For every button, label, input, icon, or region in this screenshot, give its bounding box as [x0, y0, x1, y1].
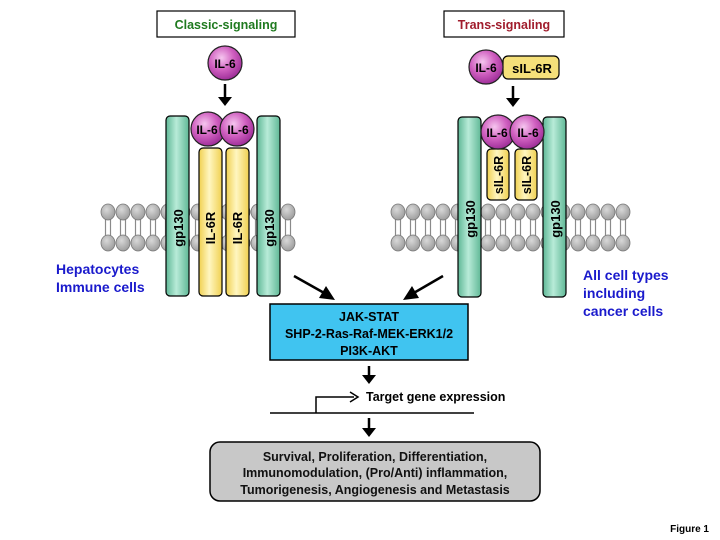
gp130-label: gp130 — [548, 200, 563, 238]
lipid-head — [100, 234, 116, 252]
il6-bound-ligand — [509, 114, 545, 150]
lipid-head — [510, 203, 526, 221]
lipid-head — [390, 203, 406, 221]
outcome-line: Tumorigenesis, Angiogenesis and Metastas… — [240, 483, 510, 497]
trans-signaling-title-box — [443, 10, 565, 38]
lipid-head — [390, 234, 406, 252]
gp130-receptor — [256, 115, 281, 297]
arrow-trans-to-pathways — [403, 274, 444, 300]
lipid-head — [495, 203, 511, 221]
sil6r-bound-label: sIL-6R — [492, 156, 506, 194]
lipid-head — [525, 203, 541, 221]
lipid-head — [585, 234, 601, 252]
il6-ligand-label: IL-6 — [214, 57, 236, 71]
lipid-head — [130, 203, 146, 221]
gp130-label: gp130 — [171, 209, 186, 247]
il6r-label: IL-6R — [230, 211, 245, 244]
lipid-head — [480, 203, 496, 221]
pathway-line: JAK-STAT — [339, 310, 399, 324]
outcome-line: Survival, Proliferation, Differentiation… — [263, 450, 487, 464]
lipid-head — [420, 234, 436, 252]
target-gene-expression-label: Target gene expression — [366, 390, 505, 404]
biological-outcomes-box — [209, 441, 541, 502]
gp130-label: gp130 — [463, 200, 478, 238]
lipid-head — [570, 203, 586, 221]
sil6r-label: sIL-6R — [512, 61, 552, 76]
lipid-head — [495, 234, 511, 252]
il6-bound-label: IL-6 — [196, 123, 218, 137]
lipid-head — [405, 234, 421, 252]
classic-cell-type: Immune cells — [56, 279, 145, 295]
lipid-head — [100, 203, 116, 221]
il6-sil6r-ligand-pair: sIL-6R IL-6 — [468, 49, 560, 85]
arrow-down-trans — [506, 86, 520, 107]
classic-cell-type: Hepatocytes — [56, 261, 139, 277]
arrow-classic-to-pathways — [293, 274, 335, 300]
trans-cell-type: including — [583, 285, 645, 301]
lipid-head — [145, 203, 161, 221]
gp130-receptor — [165, 115, 190, 297]
arrow-down-classic — [218, 84, 232, 106]
lipid-head — [615, 234, 631, 252]
il6r-label: IL-6R — [203, 211, 218, 244]
sil6r-bound-label: sIL-6R — [520, 156, 534, 194]
arrow-down-pathways — [362, 366, 376, 384]
lipid-head — [115, 234, 131, 252]
pathway-line: SHP-2-Ras-Raf-MEK-ERK1/2 — [285, 327, 453, 341]
il6-bound-label: IL-6 — [486, 126, 508, 140]
lipid-head — [600, 234, 616, 252]
classic-signaling-title: Classic-signaling — [175, 18, 278, 32]
il6-ligand-trans — [468, 49, 504, 85]
gene-promoter-icon — [270, 391, 474, 414]
lipid-head — [480, 234, 496, 252]
gp130-receptor — [457, 116, 482, 298]
lipid-head — [145, 234, 161, 252]
il6-ligand-classic: IL-6 — [207, 45, 243, 81]
lipid-head — [420, 203, 436, 221]
lipid-head — [115, 203, 131, 221]
lipid-head — [130, 234, 146, 252]
lipid-head — [435, 203, 451, 221]
gp130-label: gp130 — [262, 209, 277, 247]
lipid-head — [585, 203, 601, 221]
il6r-receptor — [225, 147, 250, 297]
arrow-down-gene — [362, 418, 376, 437]
trans-cell-type: cancer cells — [583, 303, 663, 319]
pathway-line: PI3K-AKT — [340, 344, 398, 358]
lipid-head — [280, 203, 296, 221]
lipid-head — [525, 234, 541, 252]
il6-bound-ligand — [219, 111, 255, 147]
classic-signaling-title-box — [156, 10, 296, 38]
lipid-head — [600, 203, 616, 221]
lipid-head — [405, 203, 421, 221]
lipid-head — [570, 234, 586, 252]
outcome-line: Immunomodulation, (Pro/Anti) inflammatio… — [243, 466, 508, 480]
il6r-receptor — [198, 147, 223, 297]
lipid-head — [280, 234, 296, 252]
il6-bound-label: IL-6 — [517, 126, 539, 140]
figure-label: Figure 1 — [670, 524, 709, 535]
trans-signaling-title: Trans-signaling — [458, 18, 550, 32]
trans-cell-type: All cell types — [583, 267, 669, 283]
cell-membrane-right — [390, 203, 631, 252]
lipid-head — [510, 234, 526, 252]
lipid-head — [435, 234, 451, 252]
il6-ligand-label: IL-6 — [475, 61, 497, 75]
signaling-pathways-box — [269, 303, 469, 361]
gp130-receptor — [542, 116, 567, 298]
lipid-head — [615, 203, 631, 221]
il6-bound-label: IL-6 — [227, 123, 249, 137]
